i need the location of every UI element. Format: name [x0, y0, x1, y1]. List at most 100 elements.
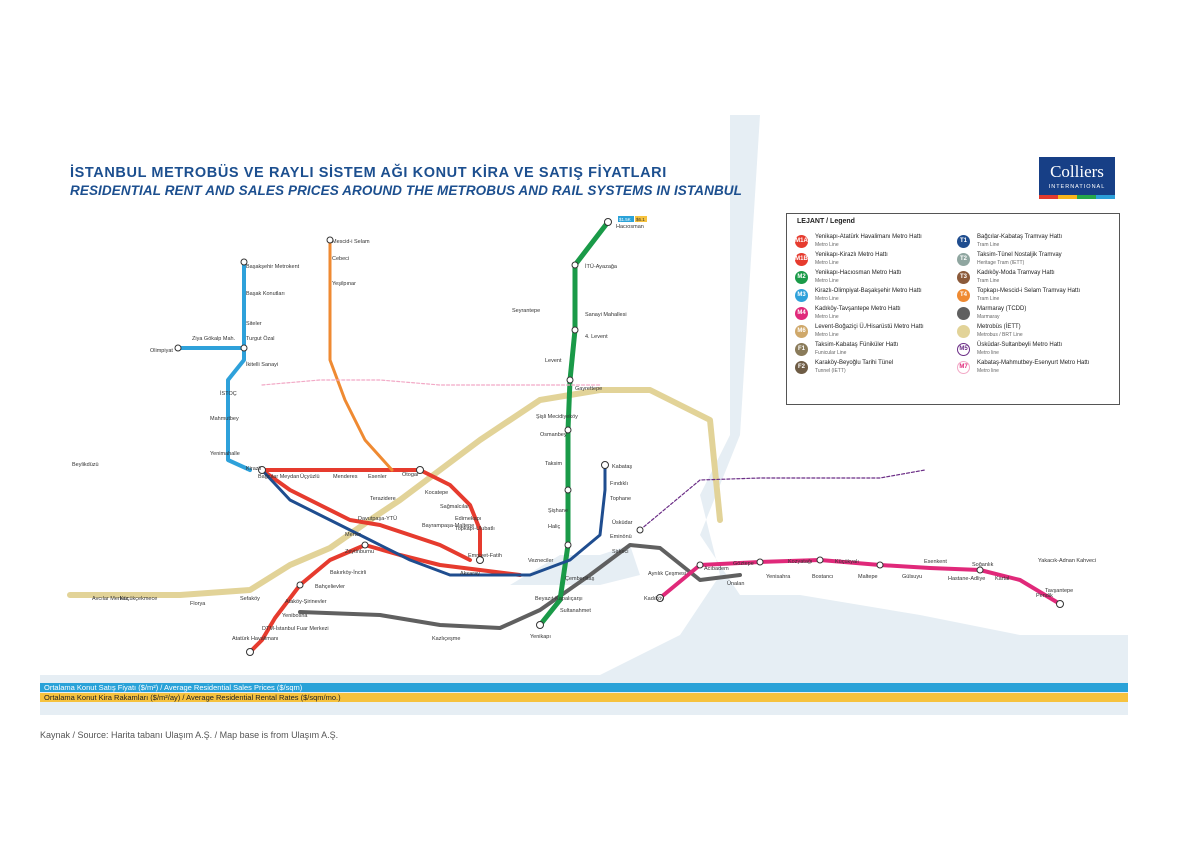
- station-label: 4. Levent: [585, 334, 608, 340]
- station-label: Topkapı-Ulubatlı: [455, 526, 495, 532]
- station-label: Sağmalcılar: [440, 504, 469, 510]
- legend-name: Kabataş-Mahmutbey-Esenyurt Metro Hattı: [977, 360, 1090, 366]
- rent-tag-text: $6.1: [636, 217, 645, 222]
- station-label: Sanayi Mahallesi: [585, 312, 627, 318]
- sales-tag-text: $1.5K: [619, 217, 631, 222]
- station-label: İTÜ-Ayazağa: [585, 263, 618, 270]
- station-label: Bağcılar Meydan: [258, 474, 299, 480]
- t3-badge: T3: [957, 271, 970, 284]
- station-dot: [636, 526, 644, 534]
- station-label: Ayrılık Çeşmesi: [648, 571, 686, 577]
- station-label: Turgut Özal: [246, 335, 275, 342]
- legend-sub: Metro Line: [815, 242, 839, 248]
- station-label: Taksim: [545, 461, 563, 467]
- golden-horn: [510, 545, 640, 585]
- station-dot: [571, 261, 579, 269]
- station-label: Beylikdüzü: [72, 462, 99, 468]
- station-label: Bayrampaşa-Maltepe: [422, 523, 474, 529]
- legend-sub: Metro line: [977, 368, 999, 374]
- m1b-badge: M1B: [795, 253, 808, 266]
- line-t4: [328, 238, 394, 472]
- legend-item-t4: T4 Topkapı-Mescid-i Selam Tramvay Hattı …: [957, 288, 1117, 304]
- station-label: Maltepe: [858, 574, 878, 580]
- legend-name: Marmaray (TCDD): [977, 306, 1027, 312]
- m1a-badge: M1A: [795, 235, 808, 248]
- rent-price-bar: Ortalama Konut Kira Rakamları ($/m²/ay) …: [40, 693, 1128, 702]
- legend-item-m1b: M1B Yenikapı-Kirazlı Metro Hattı Metro L…: [795, 252, 955, 268]
- station-label: Seyrantepe: [512, 308, 540, 314]
- station-label: Zeytinburnu: [345, 549, 374, 555]
- station-label: Yenibosna: [282, 613, 308, 619]
- line-m3: [226, 260, 252, 472]
- line-m1a: [248, 543, 522, 654]
- station-label: Yenisahra: [766, 574, 791, 580]
- legend-name: Taksim-Tünel Nostaljik Tramvay: [977, 252, 1062, 258]
- station-dot: [696, 561, 704, 569]
- station-label: Başakşehir Metrokent: [246, 264, 300, 270]
- station-label: Hacıosman: [616, 224, 644, 230]
- logo-subtext: INTERNATIONAL: [1048, 184, 1106, 190]
- station-label: Ünalan: [727, 580, 744, 587]
- station-label: Küçükçekmece: [120, 596, 157, 602]
- station-label: Bostancı: [812, 574, 833, 580]
- station-label: Kartal: [995, 576, 1009, 582]
- legend-box: LEJANT / Legend M1A Yenikapı-Atatürk Hav…: [786, 213, 1120, 405]
- legend-name: Levent-Boğaziçi Ü./Hisarüstü Metro Hattı: [815, 324, 924, 330]
- station-dot: [416, 466, 424, 474]
- m7-badge: M7: [957, 361, 970, 374]
- station-label: Menderes: [333, 474, 358, 480]
- legend-sub: Tunnel (IETT): [815, 368, 846, 374]
- station-dot: [564, 541, 572, 549]
- legend-name: Üsküdar-Sultanbeyli Metro Hattı: [977, 342, 1063, 348]
- station-label: Yeşilpınar: [332, 281, 356, 287]
- station-label: Acıbadem: [704, 566, 729, 572]
- colliers-logo: Colliers INTERNATIONAL: [1039, 157, 1115, 199]
- station-dot: [246, 648, 254, 656]
- station-label: Kadıköy: [644, 596, 664, 602]
- station-label: Edirnekapı: [455, 516, 481, 522]
- station-dot: [656, 594, 664, 602]
- station-label: Avcılar Merkez: [92, 596, 129, 602]
- legend-sub: Funicular Line: [815, 350, 847, 356]
- station-label: Osmanbey: [540, 432, 567, 438]
- line-m1b: [260, 468, 472, 562]
- station-dot: [564, 486, 572, 494]
- line-m5: [639, 469, 926, 531]
- legend-name: Topkapı-Mescid-i Selam Tramvay Hattı: [977, 288, 1081, 294]
- station-dot: [476, 556, 484, 564]
- station-dot: [816, 556, 824, 564]
- legend-item-t2: T2 Taksim-Tünel Nostaljik Tramvay Herita…: [957, 252, 1117, 268]
- legend-item-m7: M7 Kabataş-Mahmutbey-Esenyurt Metro Hatt…: [957, 360, 1117, 376]
- legend-sub: Tram Line: [977, 296, 1000, 302]
- station-label: Soğanlık: [972, 562, 994, 568]
- legend-sub: Metro Line: [815, 296, 839, 302]
- legend-name: Bağcılar-Kabataş Tramvay Hattı: [977, 234, 1063, 240]
- line-metrobus: [67, 387, 723, 598]
- station-label: Mescid-i Selam: [332, 239, 370, 245]
- legend-sub: Metro line: [977, 350, 999, 356]
- bosphorus-sea: [40, 115, 1128, 715]
- station-label: Atatürk Havalimanı: [232, 636, 278, 642]
- f1-badge: F1: [795, 343, 808, 356]
- station-label: Kocatepe: [425, 490, 448, 496]
- legend-item-m6: M6 Levent-Boğaziçi Ü./Hisarüstü Metro Ha…: [795, 324, 955, 340]
- station-dot: [566, 376, 574, 384]
- station-label: Tavşantepe: [1045, 588, 1073, 594]
- legend-item-m5: M5 Üsküdar-Sultanbeyli Metro Hattı Metro…: [957, 342, 1117, 358]
- legend-name: Kirazlı-Olimpiyat-Başakşehir Metro Hattı: [815, 288, 922, 294]
- station-label: Pendik: [1036, 593, 1053, 599]
- station-dot: [564, 426, 572, 434]
- station-dot: [536, 621, 544, 629]
- legend-item-marmaray: Marmaray (TCDD) Marmaray: [957, 306, 1117, 322]
- station-label: Beyazıt-Kapalıçarşı: [535, 596, 583, 602]
- rent-tag: [635, 216, 647, 222]
- station-label: Çemberlitaş: [565, 576, 595, 582]
- station-label: İkitelli Sanayi: [246, 361, 278, 368]
- line-marmaray: [298, 543, 742, 630]
- station-label: Kazlıçeşme: [432, 636, 460, 642]
- station-dot: [756, 558, 764, 566]
- legend-item-m4: M4 Kadıköy-Tavşantepe Metro Hattı Metro …: [795, 306, 955, 322]
- station-label: Bakırköy-İncirli: [330, 569, 366, 576]
- legend-sub: Metro Line: [815, 278, 839, 284]
